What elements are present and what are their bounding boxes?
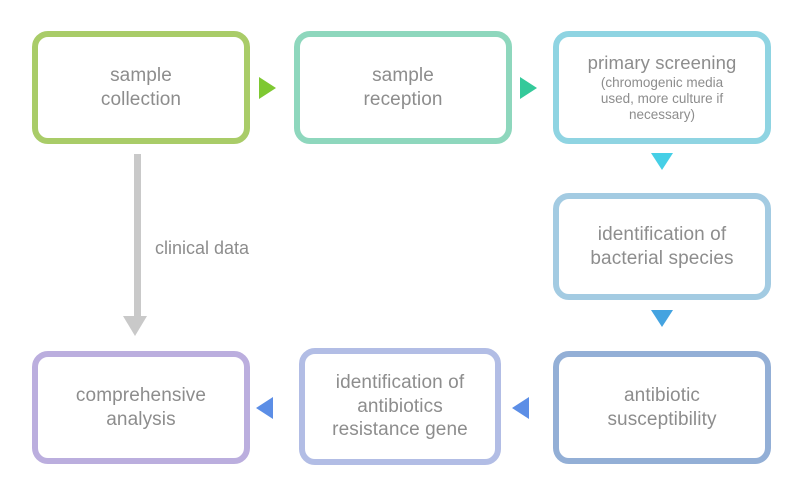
node-text-group: identification of antibiotics resistance…	[326, 371, 474, 442]
node-text-group: sample collection	[95, 64, 187, 111]
node-sample-collection[interactable]: sample collection	[32, 31, 250, 144]
node-antibiotic-susceptibility[interactable]: antibiotic susceptibility	[553, 351, 771, 464]
node-comprehensive-analysis[interactable]: comprehensive analysis	[32, 351, 250, 464]
node-label: sample reception	[363, 64, 443, 110]
node-primary-screening[interactable]: primary screening (chromogenic media use…	[553, 31, 771, 144]
node-label: identification of bacterial species	[590, 223, 734, 269]
arrow-left-icon-susceptibility-to-resistance-gene	[512, 397, 529, 419]
arrow-right-icon-reception-to-screening	[520, 77, 537, 99]
node-label: antibiotic susceptibility	[607, 384, 717, 430]
clinical-data-connector-line	[134, 154, 141, 318]
node-label: identification of antibiotics resistance…	[332, 372, 468, 441]
clinical-data-arrowhead-icon	[123, 316, 147, 336]
arrow-down-icon-screening-to-identification	[651, 153, 673, 170]
node-sample-reception[interactable]: sample reception	[294, 31, 512, 144]
node-label: sample collection	[100, 64, 182, 110]
node-label: primary screening	[587, 52, 737, 74]
node-identification-of-antibiotics-resistance-gene[interactable]: identification of antibiotics resistance…	[299, 348, 501, 465]
node-text-group: antibiotic susceptibility	[601, 384, 722, 431]
arrow-right-icon-collection-to-reception	[259, 77, 276, 99]
node-sublabel: (chromogenic media used, more culture if…	[600, 75, 724, 122]
node-identification-of-bacterial-species[interactable]: identification of bacterial species	[553, 193, 771, 300]
arrow-down-icon-identification-to-susceptibility	[651, 310, 673, 327]
node-text-group: identification of bacterial species	[584, 223, 739, 270]
node-text-group: sample reception	[357, 64, 448, 111]
node-label: comprehensive analysis	[75, 384, 207, 430]
node-text-group: primary screening (chromogenic media use…	[582, 52, 743, 123]
node-text-group: comprehensive analysis	[70, 384, 212, 431]
arrow-left-icon-resistance-gene-to-analysis	[256, 397, 273, 419]
clinical-data-label: clinical data	[155, 238, 250, 258]
